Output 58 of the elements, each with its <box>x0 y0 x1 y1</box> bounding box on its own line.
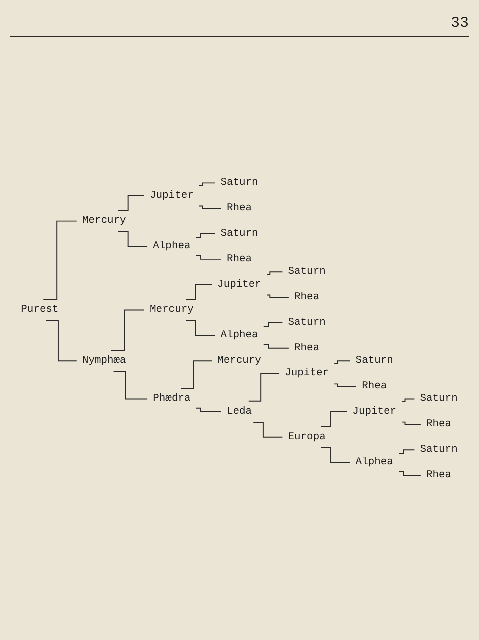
node-text: Jupiter <box>218 278 262 290</box>
node-text: Saturn <box>288 265 326 278</box>
node-text: Nymphæa <box>82 354 126 366</box>
node-text: Mercury <box>82 214 126 226</box>
connector <box>402 421 422 425</box>
node-text: Jupiter <box>150 189 194 201</box>
node-text: Rhea <box>362 380 388 392</box>
connector <box>263 322 284 327</box>
connector <box>196 233 216 238</box>
connector <box>198 205 222 209</box>
node-text: Saturn <box>220 227 258 240</box>
node-text: Jupiter <box>285 367 329 379</box>
node-text: Jupiter <box>352 405 397 418</box>
connector <box>180 360 212 389</box>
connector <box>402 398 416 402</box>
connector <box>398 471 422 476</box>
connector <box>248 373 280 402</box>
connector <box>334 383 357 387</box>
node-text: Rhea <box>226 252 252 264</box>
node-text: Rhea <box>294 290 320 303</box>
node-text: Saturn <box>420 392 458 404</box>
node-text: Saturn <box>288 316 326 328</box>
node-text: Purest <box>21 303 59 316</box>
node-text: Mercury <box>150 303 194 316</box>
connector <box>196 255 222 260</box>
connector <box>266 271 284 275</box>
connector <box>334 360 351 364</box>
node-text: Rhea <box>426 468 452 481</box>
connector <box>186 284 212 300</box>
connector <box>263 344 290 349</box>
node-text: Alphea <box>220 328 258 341</box>
node-text: Saturn <box>220 176 258 188</box>
connector <box>118 231 148 247</box>
connector <box>320 411 348 427</box>
connector <box>43 220 78 300</box>
connector <box>266 294 290 298</box>
connector <box>186 320 216 336</box>
node-text: Rhea <box>426 418 452 430</box>
node-text: Rhea <box>294 342 320 354</box>
page-number: 33 <box>450 15 469 32</box>
node-text: Saturn <box>420 443 458 456</box>
node-text: Europa <box>288 430 326 442</box>
connector <box>113 370 148 400</box>
connector <box>46 320 78 362</box>
connector <box>198 182 216 186</box>
connector <box>253 422 284 438</box>
connector <box>398 449 416 454</box>
node-text: Alphea <box>356 456 394 468</box>
node-text: Alphea <box>153 240 191 252</box>
connector <box>118 195 145 211</box>
node-text: Saturn <box>356 354 394 366</box>
connector <box>196 408 222 412</box>
connector <box>320 447 351 463</box>
node-text: Leda <box>226 405 252 418</box>
node-text: Phædra <box>153 392 191 404</box>
connector <box>110 309 145 351</box>
node-text: Rhea <box>226 202 252 214</box>
node-text: Mercury <box>218 354 262 366</box>
